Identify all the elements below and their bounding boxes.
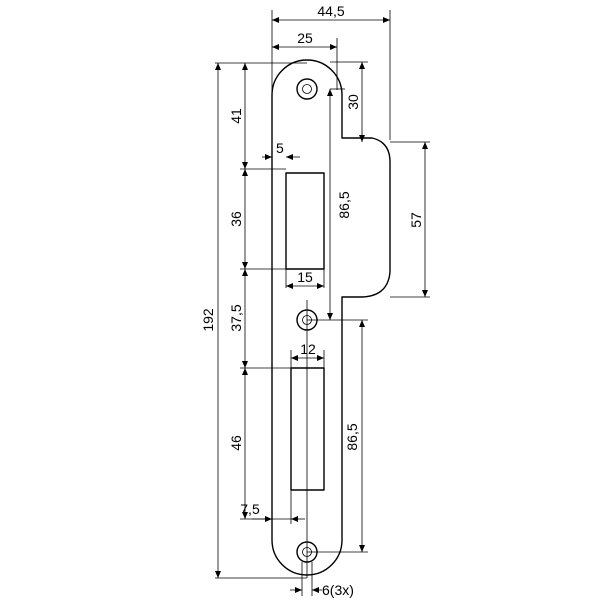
upper-latch-slot	[285, 172, 325, 270]
dim-plate-width: 25	[297, 30, 313, 46]
dim-lower-slot-width: 12	[300, 341, 316, 357]
dimension-lines	[215, 17, 428, 593]
dim-lip-offset-top: 30	[345, 94, 361, 110]
dim-upper-slot-height: 36	[228, 211, 244, 227]
dim-total-height: 192	[200, 308, 216, 332]
dim-lip-height: 57	[408, 212, 424, 228]
dim-slot-edge-offset: 5	[276, 140, 284, 156]
dim-top-to-slot: 41	[228, 108, 244, 124]
dim-middle-to-bottom-hole: 86,5	[344, 423, 360, 450]
dim-total-width: 44,5	[317, 3, 344, 19]
dim-upper-slot-span: 86,5	[336, 191, 352, 218]
dim-hole-diameter: 6(3x)	[322, 582, 354, 598]
top-screw-hole	[296, 78, 318, 100]
dim-lower-edge-offset: 7,5	[240, 501, 260, 517]
strike-plate-outline	[271, 59, 391, 576]
lower-bolt-slot	[290, 367, 325, 491]
dim-lower-slot-height: 46	[228, 435, 244, 451]
dim-upper-slot-width: 15	[297, 269, 313, 285]
dim-slot-to-middle-hole: 37,5	[228, 304, 244, 331]
